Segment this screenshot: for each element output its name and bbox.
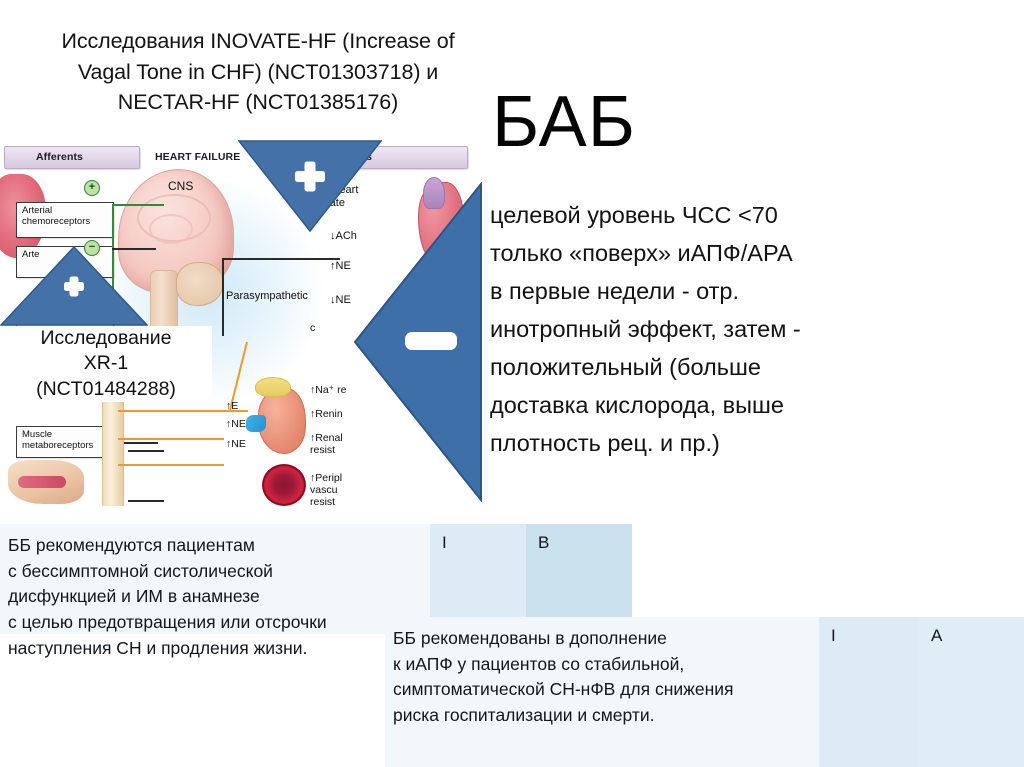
arterial-chemoreceptors-label: Arterial chemoreceptors: [22, 205, 91, 227]
table2-line-1: ББ рекомендованы в дополнение: [393, 628, 667, 648]
ne-up-label-1: ↑NE: [330, 260, 351, 272]
cns-label: CNS: [168, 179, 194, 193]
xr1-callout-line-1: Исследование: [40, 327, 172, 349]
ne-up-label-3: ↑NE: [226, 438, 246, 450]
renal-resistance-label: ↑Renal resist: [310, 432, 343, 457]
slide-title-line-1: Исследования INOVATE-HF (Increase of: [61, 29, 455, 53]
e-up-label: ↑E: [226, 400, 239, 412]
sympathetic-fiber-1: [118, 410, 248, 412]
muscle-metaboreceptors-box: [16, 426, 114, 458]
body-line-7: плотность рец. и пр.): [490, 430, 720, 457]
sympathetic-arrow-3: [128, 500, 164, 502]
red-blood-cell-illustration: [262, 464, 306, 506]
afferent-line-4: [112, 442, 158, 444]
xr1-callout: Исследование XR-1 (NCT01484288): [0, 326, 212, 403]
sympathetic-fiber-2: [118, 438, 224, 440]
page-title: БАБ: [492, 82, 636, 162]
renin-label: ↑Renin: [310, 408, 343, 420]
table1-class-cell: I: [430, 524, 526, 634]
marker-minus-right: [353, 182, 483, 502]
ne-down-label-1: ↓NE: [330, 294, 351, 306]
body-line-3: в первые недели - отр.: [490, 278, 740, 305]
body-line-4: инотропный эффект, затем -: [490, 316, 801, 343]
slide-title-line-3: NECTAR-HF (NCT01385176): [117, 90, 399, 115]
afferent-line-1b: [112, 204, 114, 322]
plus-sign-1: +: [84, 180, 100, 196]
table2-class-cell: I: [819, 617, 919, 767]
table-row-text: ББ рекомендуются пациентам с бессимптомн…: [0, 524, 430, 658]
parasympathetic-line-top: [222, 258, 340, 260]
arterial-baroreceptors-label: Arte: [22, 249, 40, 260]
table1-line-3: дисфункцией и ИМ в анамнезе: [8, 586, 260, 607]
xr1-callout-line-2: XR-1: [83, 352, 129, 375]
parasympathetic-line-down: [222, 258, 224, 336]
recommendation-table-2: ББ рекомендованы в дополнение к иАПФ у п…: [385, 617, 1024, 767]
sodium-reabsorption-label: ↑Na⁺ re: [310, 384, 347, 396]
slide-title: Исследования INOVATE-HF (Increase of Vag…: [8, 26, 508, 118]
body-text: целевой уровень ЧСС <70 только «поверх» …: [490, 196, 1010, 462]
marker-plus-top: [238, 140, 382, 232]
body-line-2: только «поверх» иАПФ/АРА: [490, 240, 793, 267]
recommendation-table-1: ББ рекомендуются пациентам с бессимптомн…: [0, 524, 632, 658]
minus-sign-1: −: [84, 240, 100, 256]
table2-line-3: симптоматической СН-нФВ для снижения: [393, 679, 734, 700]
afferent-line-2: [112, 248, 156, 250]
table1-level-cell: B: [526, 524, 632, 634]
table2-line-2: к иАПФ у пациентов со стабильной,: [393, 653, 685, 674]
ne-up-label-2: ↑NE: [226, 418, 246, 430]
ach-label: ↓ACh: [330, 230, 357, 242]
xr1-callout-line-3: (NCT01484288): [36, 377, 176, 400]
sympathetic-arrow-2: [128, 450, 164, 452]
slide-title-line-2: Vagal Tone in CHF) (NCT01303718) и: [77, 59, 439, 84]
table1-line-5: наступления СН и продления жизни.: [8, 637, 308, 658]
skeletal-muscle-illustration: [8, 460, 84, 504]
table1-line-4: с целью предотвращения или отсрочки: [8, 612, 327, 633]
afferents-header-label: Afferents: [36, 151, 83, 163]
body-line-5: положительный (больше: [490, 354, 761, 381]
marker-plus-left: [0, 246, 148, 326]
afferents-header-bar: [4, 146, 140, 169]
body-line-1: целевой уровень ЧСС <70: [490, 202, 778, 228]
afferent-line-1: [112, 204, 164, 206]
table1-line-2: с бессимптомной систолической: [8, 560, 273, 581]
peripheral-vascular-resistance-label: ↑Peripl vascu resist: [310, 472, 343, 506]
heart-failure-header-label: HEART FAILURE: [155, 151, 241, 163]
sympathetic-fiber-3: [118, 464, 224, 466]
muscle-metaboreceptors-label: Muscle metaboreceptors: [22, 429, 94, 451]
table2-level-cell: A: [919, 617, 1024, 767]
table1-line-1: ББ рекомендуются пациентам: [8, 535, 255, 555]
table2-line-4: риска госпитализации и смерти.: [393, 705, 655, 726]
parasympathetic-label: Parasympathetic: [226, 290, 308, 302]
c-partial-label: c: [310, 322, 316, 334]
kidney-illustration: [246, 377, 306, 454]
body-line-6: доставка кислорода, выше: [490, 392, 784, 419]
table-row-text: ББ рекомендованы в дополнение к иАПФ у п…: [385, 617, 819, 767]
